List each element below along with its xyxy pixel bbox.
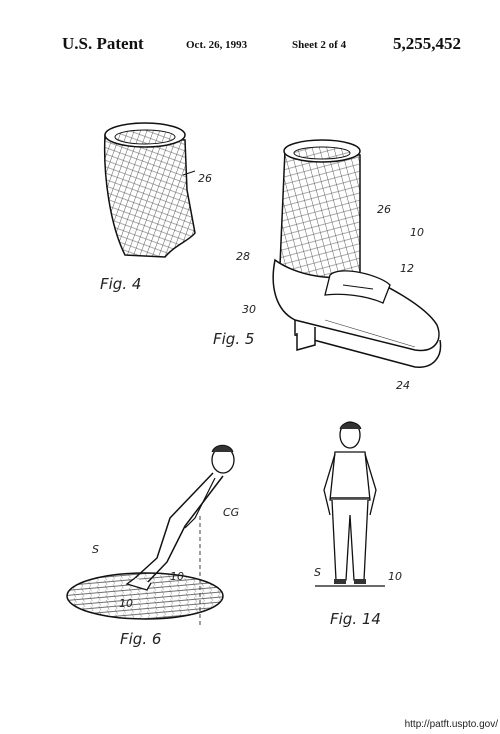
fig14-ref-s: S <box>314 566 321 579</box>
sheet-indicator: Sheet 2 of 4 <box>292 39 347 51</box>
fig5-ref-12: 12 <box>400 262 414 275</box>
fig5-ref-24: 24 <box>396 379 410 392</box>
fig14-standing-person-drawing <box>310 420 390 592</box>
patent-title: U.S. Patent <box>62 34 144 53</box>
source-url[interactable]: http://patft.uspto.gov/ <box>404 719 498 730</box>
fig4-label: Fig. 4 <box>100 275 142 293</box>
fig5-ref-28: 28 <box>236 250 250 263</box>
fig6-ref-s: S <box>92 543 99 556</box>
patent-date: Oct. 26, 1993 <box>186 39 248 51</box>
fig4-sleeve-drawing <box>95 115 210 265</box>
fig5-ref-26: 26 <box>377 203 391 216</box>
fig6-ref-10b: 10 <box>119 597 133 610</box>
patent-number: 5,255,452 <box>393 34 461 53</box>
fig5-label: Fig. 5 <box>213 330 255 348</box>
fig4-ref-26: 26 <box>198 172 212 185</box>
fig5-boot-drawing <box>265 135 445 380</box>
fig6-ref-cg: CG <box>223 506 240 519</box>
fig14-ref-10: 10 <box>388 570 402 583</box>
fig5-ref-30: 30 <box>242 303 256 316</box>
fig6-label: Fig. 6 <box>120 630 162 648</box>
fig14-label: Fig. 14 <box>330 610 381 628</box>
fig5-ref-10: 10 <box>410 226 424 239</box>
fig6-ref-10a: 10 <box>170 570 184 583</box>
fig6-leaning-person-drawing <box>65 438 235 628</box>
